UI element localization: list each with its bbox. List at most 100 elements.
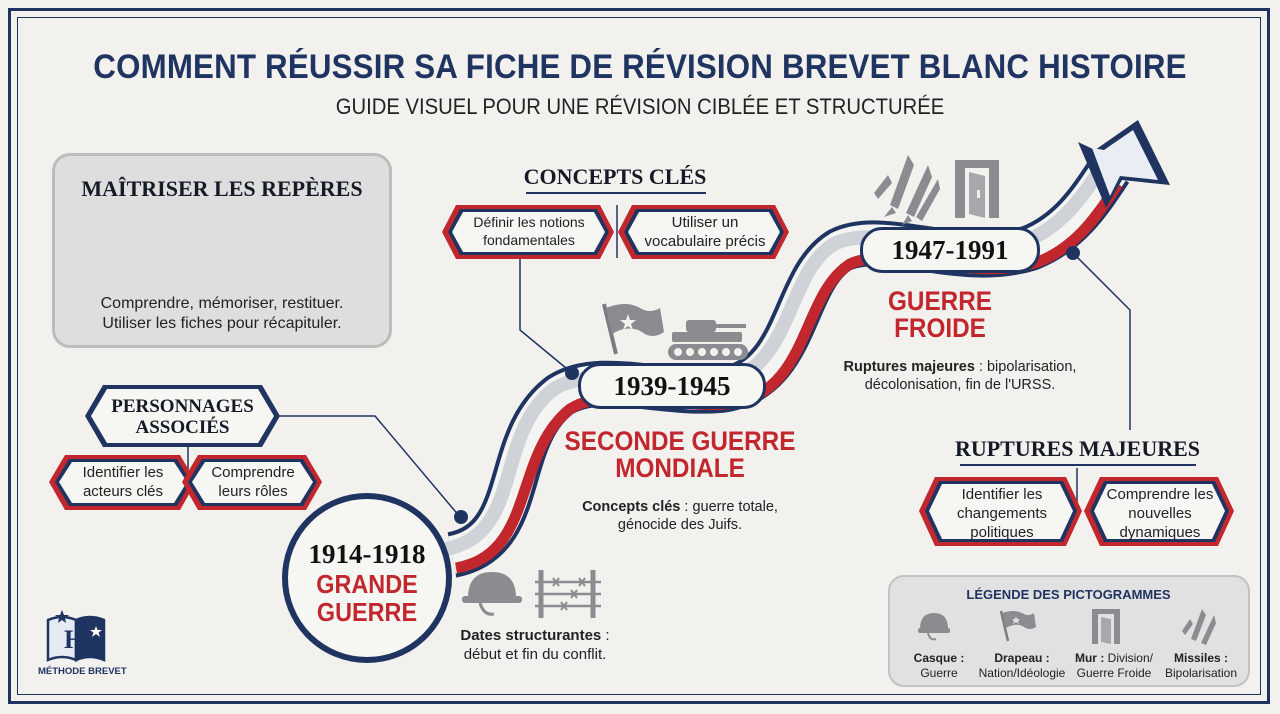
legend-mur-label: Mur : — [1074, 651, 1105, 665]
legend-drapeau-label: Drapeau : — [994, 651, 1050, 665]
legend-item-missiles: Missiles : Bipolarisation — [1156, 651, 1246, 681]
ww1-caption-bold: Dates structurantes — [460, 627, 602, 644]
ruptures-left-line3: politiques — [970, 523, 1034, 541]
ww1-caption: Dates structurantes : début et fin du co… — [440, 627, 630, 665]
dot-ww2 — [565, 366, 579, 380]
ruptures-left-line1: Identifier les — [961, 486, 1043, 503]
coldwar-caption-rest: : bipolarisation, — [974, 359, 1077, 375]
coldwar-name: GUERRE FROIDE — [868, 288, 1012, 342]
personnages-heading-hex — [85, 385, 280, 447]
legend-title: LÉGENDE DES PICTOGRAMMES — [966, 587, 1171, 602]
personnages-left-hex — [49, 455, 196, 510]
ww2-name-line1: SECONDE GUERRE — [564, 426, 796, 456]
personnages-right-hex — [182, 455, 322, 510]
legend-casque-label: Casque : — [913, 651, 965, 665]
legend-casque-text: Guerre — [920, 666, 958, 680]
legend-missiles-label: Missiles : — [1173, 651, 1229, 665]
legend-missiles-icon — [1182, 609, 1216, 645]
ww2-caption-bold: Concepts clés — [582, 499, 681, 515]
ruptures-heading: RUPTURES MAJEURES — [954, 436, 1201, 461]
reperes-line1: Comprendre, mémoriser, restituer. — [100, 295, 344, 312]
legend-helmet-icon — [918, 613, 950, 641]
concepts-right-line2: vocabulaire précis — [644, 232, 766, 250]
personnages-heading: PERSONNAGES ASSOCIÉS — [85, 396, 280, 438]
inner-frame — [17, 17, 1261, 695]
ruptures-right-hex — [1084, 477, 1234, 546]
personnages-left-text: Identifier les acteurs clés — [55, 464, 191, 502]
ruptures-right-line1: Comprendre les — [1106, 486, 1214, 503]
coldwar-name-line1: GUERRE — [888, 286, 992, 316]
ww1-name-line1: GRANDE — [316, 569, 418, 599]
ruptures-right-line3: dynamiques — [1119, 523, 1201, 541]
concepts-right-line1: Utiliser un — [671, 214, 739, 231]
legend-mur-line1: Mur : Division/ — [1066, 651, 1162, 666]
concepts-left-text: Définir les notions fondamentales — [448, 214, 610, 249]
reperes-heading: MAÎTRISER LES REPÈRES — [81, 176, 363, 201]
legend-missiles-text: Bipolarisation — [1164, 666, 1238, 680]
wall-icon — [955, 160, 999, 218]
outer-frame — [8, 8, 1270, 704]
personnages-right-line2: leurs rôles — [218, 482, 288, 500]
legend-item-drapeau: Drapeau : Nation/Idéologie — [970, 651, 1074, 681]
personnages-right-line1: Comprendre — [211, 464, 295, 481]
personnages-heading-line2: ASSOCIÉS — [135, 417, 230, 438]
ww2-caption-rest: : guerre totale, — [680, 499, 778, 515]
ww1-dates: 1914-1918 — [308, 539, 426, 569]
dot-ww1 — [454, 510, 468, 524]
coldwar-caption-line1: Ruptures majeures : bipolarisation, — [820, 358, 1100, 376]
personnages-heading-line1: PERSONNAGES — [111, 396, 254, 417]
logo-text: MÉTHODE BREVET — [38, 666, 127, 677]
barbed-wire-icon — [535, 570, 601, 618]
reperes-line2: Utiliser les fiches pour récapituler. — [102, 315, 342, 332]
legend-panel: LÉGENDE DES PICTOGRAMMES Casque : Guerre… — [888, 575, 1250, 687]
flag-icon — [602, 303, 664, 355]
ww2-caption-line2: génocide des Juifs. — [617, 517, 743, 534]
coldwar-name-line2: FROIDE — [894, 313, 986, 343]
legend-wall-icon — [1092, 609, 1120, 644]
page-title: COMMENT RÉUSSIR SA FICHE DE RÉVISION BRE… — [93, 48, 1187, 86]
legend-mur-text: Guerre Froide — [1076, 666, 1152, 680]
ww2-caption: Concepts clés : guerre totale, génocide … — [560, 498, 800, 534]
concepts-left-line1: Définir les notions — [473, 214, 585, 230]
legend-item-casque: Casque : Guerre — [896, 651, 982, 681]
coldwar-caption-bold: Ruptures majeures — [843, 359, 975, 375]
coldwar-dates-pill: 1947-1991 — [860, 227, 1040, 273]
ww1-caption-line2: début et fin du conflit. — [463, 645, 607, 663]
legend-icons — [918, 609, 1216, 645]
ruptures-left-line2: changements — [956, 504, 1048, 522]
concepts-right-hex — [618, 205, 789, 259]
concepts-left-line2: fondamentales — [483, 231, 575, 248]
missiles-icon — [874, 155, 940, 225]
ruptures-right-text: Comprendre les nouvelles dynamiques — [1092, 486, 1228, 542]
personnages-right-text: Comprendre leurs rôles — [188, 464, 318, 502]
ww1-name: GRANDE GUERRE — [296, 570, 438, 626]
legend-drapeau-text: Nation/Idéologie — [978, 666, 1066, 680]
timeline-arrow-inner — [1092, 130, 1158, 196]
ww2-dates-pill: 1939-1945 — [578, 363, 766, 409]
ww1-caption-line1: Dates structurantes : — [440, 627, 630, 646]
ww1-circle: 1914-1918 GRANDE GUERRE — [282, 493, 452, 663]
concepts-underline — [526, 192, 706, 194]
coldwar-caption-line2: décolonisation, fin de l'URSS. — [864, 377, 1056, 394]
concepts-left-hex — [442, 205, 614, 259]
coldwar-caption: Ruptures majeures : bipolarisation, déco… — [820, 358, 1100, 394]
dot-coldwar — [1066, 246, 1080, 260]
ww1-caption-rest: : — [601, 627, 610, 644]
ww2-caption-line1: Concepts clés : guerre totale, — [560, 498, 800, 516]
page-subtitle: GUIDE VISUEL POUR UNE RÉVISION CIBLÉE ET… — [335, 94, 945, 119]
concepts-heading: CONCEPTS CLÉS — [523, 164, 707, 189]
legend-flag-icon — [999, 610, 1036, 642]
ruptures-left-hex — [919, 477, 1082, 546]
tank-icon — [668, 320, 748, 360]
legend-mur-inline: Division/ — [1104, 651, 1153, 665]
ruptures-underline — [960, 464, 1196, 466]
methode-brevet-logo-icon — [46, 610, 106, 662]
concepts-right-text: Utiliser un vocabulaire précis — [624, 214, 786, 252]
legend-item-mur: Mur : Division/ Guerre Froide — [1066, 651, 1162, 681]
ruptures-left-text: Identifier les changements politiques — [928, 486, 1076, 542]
ww1-name-line2: GUERRE — [316, 597, 418, 627]
reperes-panel: MAÎTRISER LES REPÈRES Comprendre, mémori… — [52, 153, 392, 348]
ww2-name: SECONDE GUERRE MONDIALE — [554, 428, 806, 482]
helmet-icon — [462, 572, 522, 616]
ww2-name-line2: MONDIALE — [615, 453, 745, 483]
